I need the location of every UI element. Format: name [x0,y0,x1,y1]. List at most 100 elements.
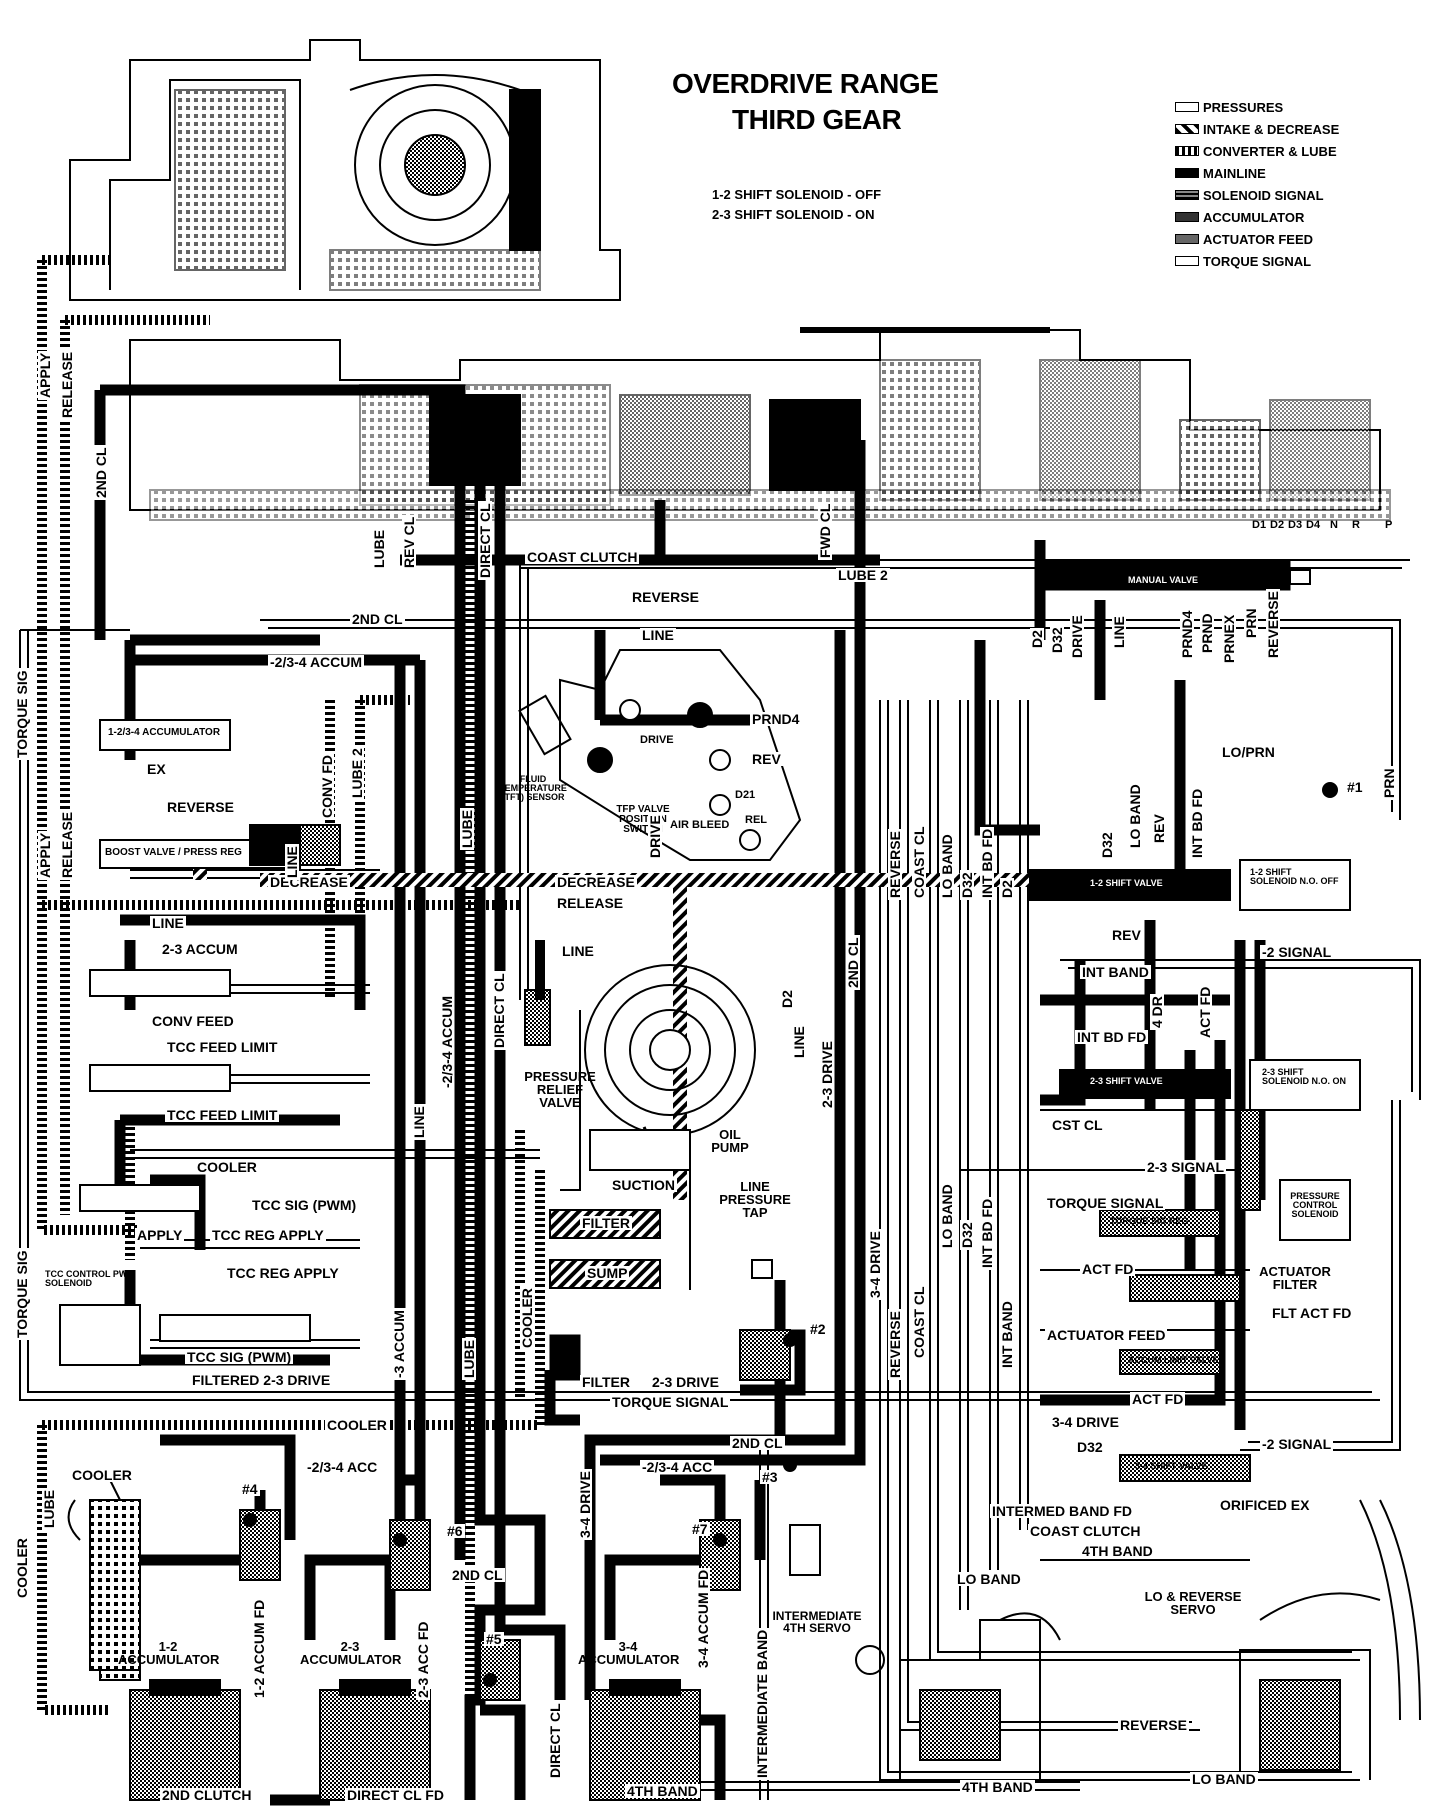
label-tfp-valve: TFP VALVE POSITION SWITCH [616,804,670,835]
legend-item-intake: INTAKE & DECREASE [1175,120,1339,138]
label-rev-cl-vertical: REV CL [401,514,417,570]
legend-label: CONVERTER & LUBE [1203,143,1337,159]
label-direct-cl-vertical-3: DIRECT CL [547,1701,563,1780]
label-rev-vertical: REV [1151,812,1167,845]
label-lube-vertical-3: LUBE [461,1337,477,1380]
label-34-accumulator: 3-4 ACCUMULATOR [578,1639,680,1667]
label-lo-band-vertical-2: LO BAND [939,1182,955,1250]
label-lo-band-b: LO BAND [1190,1771,1258,1787]
label-prnd4: PRND4 [750,711,802,727]
label-23-accumulator: 2-3 ACCUMULATOR [300,1639,402,1667]
label-34-accum-fd-vertical: 3-4 ACCUM FD [695,1567,711,1670]
label-1234-accumulator: 1-2/3-4 ACCUMULATOR [108,727,221,738]
check-ball-4: #4 [240,1481,260,1497]
oil-pump [584,964,756,1155]
label-prnd-vertical: PRND [1199,611,1215,655]
manual-pos-d1: D1 [1252,519,1267,531]
label-ex: EX [145,761,168,777]
label-apply-vertical-2: APPLY [37,830,53,880]
label-flt-act-fd: FLT ACT FD [1270,1305,1354,1321]
legend-item-solenoid: SOLENOID SIGNAL [1175,186,1324,204]
manual-pos-d2: D2 [1270,519,1285,531]
label-act-fd-vertical: ACT FD [1197,984,1213,1040]
label-line-mid: LINE [150,915,186,931]
label-lo-rev-servo: LO & REVERSE SERVO [1144,1589,1242,1617]
label-fluid-temp: FLUID TEMPERATURE (TFT) SENSOR [499,774,567,802]
label-3-accum-vertical: -3 ACCUM [391,1308,407,1380]
label-accum-limit: ACCUM LIMIT VALVE [1128,1355,1219,1365]
label-release-right: RELEASE [555,895,626,911]
label-line-vertical-mv: LINE [1111,614,1127,650]
label-torque-sig-vertical-2: TORQUE SIG [14,1248,30,1340]
label-filter: FILTER [580,1215,632,1231]
check-ball-1: #1 [1345,779,1365,795]
label-torque-signal-right: TORQUE SIGNAL [1045,1195,1166,1211]
check-ball-5: #5 [484,1631,504,1647]
label-d32-vertical-2: D32 [959,1220,975,1250]
label-release-vertical-2: RELEASE [59,809,75,880]
shift-valve-bodies [1029,859,1361,1482]
label-intermediate-band-vertical: INTERMEDIATE BAND [754,1627,770,1780]
label-reverse-vertical-2: REVERSE [887,1309,903,1380]
label-d32-vertical-3: D32 [1049,625,1065,655]
label-12-accumulator: 1-2 ACCUMULATOR [118,1639,220,1667]
label-int-bd-fd-vertical-3: INT BD FD [1189,786,1205,860]
label-tcc-feed-limit: TCC FEED LIMIT [165,1039,280,1055]
legend-item-accumulator: ACCUMULATOR [1175,208,1304,226]
label-drive-vertical-sw: DRIVE [647,813,663,860]
label-torque-sig-reg: TORQUE SIG REG [1110,1216,1189,1226]
label-drive-small: DRIVE [640,734,674,746]
label-filter-2: FILTER [580,1374,632,1390]
label-4-dr-vertical: 4 DR [1149,994,1165,1030]
label-apply-vertical: APPLY [37,350,53,400]
legend-swatch-solid [1175,168,1199,178]
label-reverse: REVERSE [630,589,701,605]
legend-swatch-stippled [1175,190,1199,200]
label-rel: REL [745,814,767,826]
label-sump: SUMP [585,1265,630,1281]
transmission-housing-top [69,39,621,301]
label-int-bd-fd-vertical-2: INT BD FD [979,1196,995,1270]
label-d2-vertical-3: D2 [1029,628,1045,650]
left-valve-bodies [59,719,341,1366]
transmission-body-middle [129,327,1391,521]
label-tcc-reg-apply-2: TCC REG APPLY [225,1265,341,1281]
legend-label: PRESSURES [1203,99,1284,115]
cooler-unit [67,1479,141,1671]
check-ball-6: #6 [445,1523,465,1539]
label-int-band-vertical: INT BAND [999,1299,1015,1370]
label-lo-band-vertical: LO BAND [939,832,955,900]
label-prn-vertical-2: PRN [1381,766,1397,800]
label-lube-vertical-4: LUBE [41,1487,57,1530]
label-prnd4-vertical: PRND4 [1179,608,1195,660]
label-filtered-23: FILTERED 2-3 DRIVE [190,1372,333,1388]
label-lube-vertical-2: LUBE [459,807,475,850]
manual-pos-d3: D3 [1288,519,1303,531]
servos-bottom [855,1499,1421,1780]
manual-pos-r: R [1352,519,1360,531]
label-coast-cl-vertical: COAST CL [911,824,927,900]
label-34-drive-vertical-b: 3-4 DRIVE [577,1469,593,1540]
manual-pos-p: P [1385,519,1393,531]
label-torque-signal: TORQUE SIGNAL [610,1394,731,1410]
legend-label: SOLENOID SIGNAL [1203,187,1324,203]
label-12-accum-fd-vertical: 1-2 ACCUM FD [251,1597,267,1700]
label-torque-sig-vertical: TORQUE SIG [14,668,30,760]
manual-pos-d4: D4 [1306,519,1321,531]
filter-element [549,1334,581,1381]
label-d21: D21 [735,789,756,801]
legend-item-converter: CONVERTER & LUBE [1175,142,1337,160]
diagram-title-line2: THIRD GEAR [732,104,902,135]
label-d32-vertical: D32 [959,870,975,900]
label-actuator-filter: ACTUATOR FILTER [1259,1264,1331,1292]
label-2-signal: -2 SIGNAL [1260,944,1334,960]
label-coast-clutch-2: COAST CLUTCH [1028,1523,1143,1539]
label-2nd-cl-c: 2ND CL [450,1567,505,1583]
label-actuator-feed: ACTUATOR FEED [1045,1327,1168,1343]
label-release-vertical: RELEASE [59,349,75,420]
legend-label: TORQUE SIGNAL [1203,253,1312,269]
label-cooler-vertical-2: COOLER [14,1536,30,1600]
label-d2-vertical-2: D2 [999,878,1015,900]
label-23-shift-valve: 2-3 SHIFT VALVE [1090,1076,1163,1086]
